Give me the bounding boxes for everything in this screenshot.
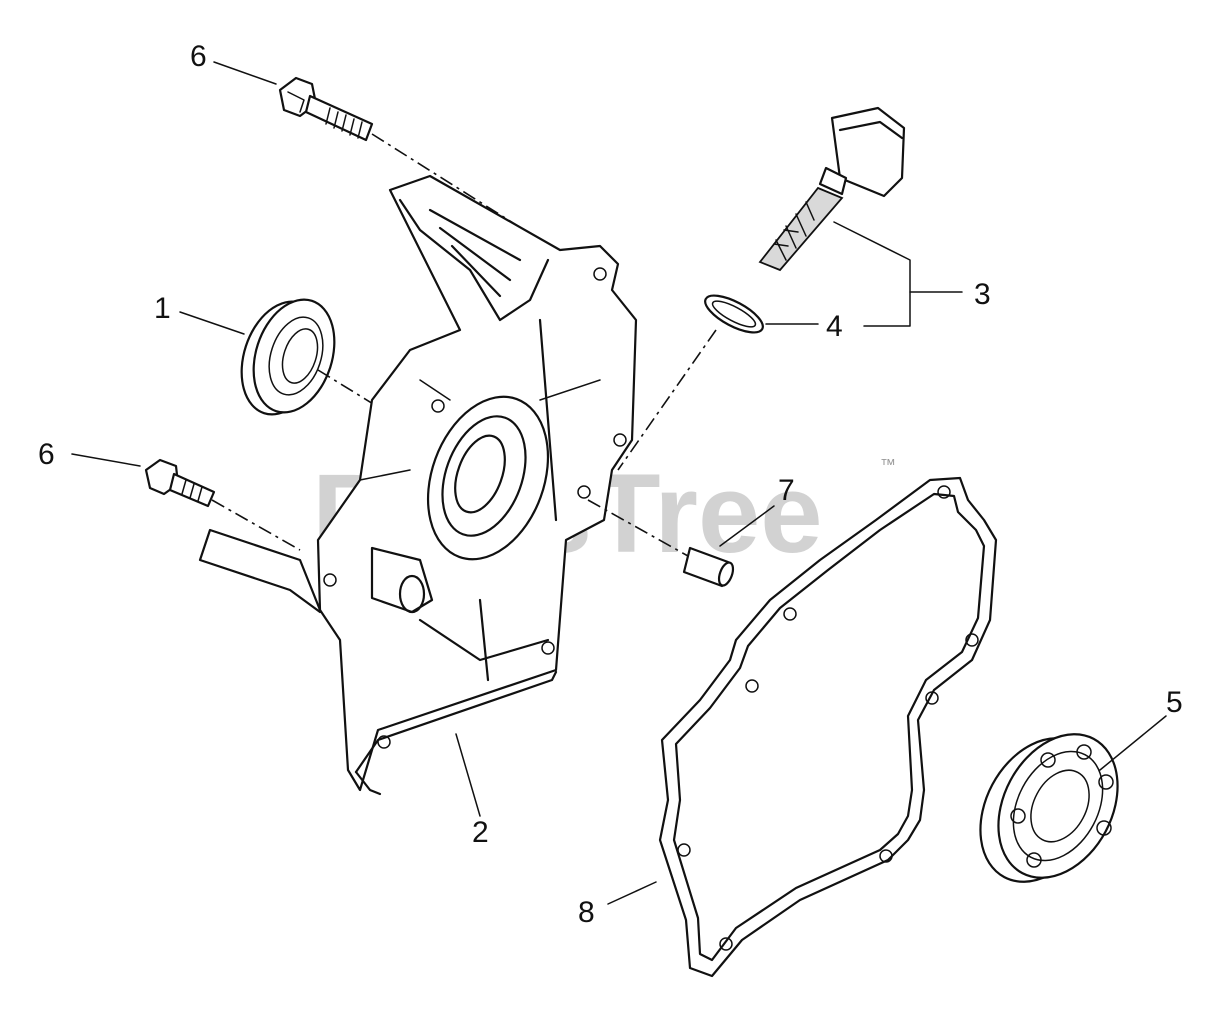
oring-guide — [617, 329, 717, 471]
leader-6-upper — [213, 61, 277, 85]
leader-8 — [607, 881, 657, 905]
ball-bearing[interactable] — [957, 714, 1142, 903]
dipstick[interactable] — [758, 106, 906, 272]
crankcase-cover[interactable] — [198, 174, 638, 796]
callout-3[interactable]: 3 — [974, 278, 991, 311]
callouts: 6 1 6 2 3 4 7 5 8 — [38, 40, 1183, 929]
callout-8[interactable]: 8 — [578, 896, 595, 929]
callout-5[interactable]: 5 — [1166, 686, 1183, 719]
pin-guide — [587, 499, 689, 557]
dowel-pin[interactable] — [682, 546, 736, 588]
oil-seal[interactable] — [228, 289, 348, 425]
flange-bolt-upper[interactable] — [278, 76, 374, 142]
gasket[interactable] — [658, 476, 998, 978]
callout-6-upper[interactable]: 6 — [190, 40, 207, 73]
o-ring[interactable] — [700, 288, 768, 339]
leader-3-bracket — [833, 221, 911, 327]
leader-6-lower — [71, 453, 141, 467]
callout-1[interactable]: 1 — [154, 292, 171, 325]
bolt-lower-guide — [211, 499, 301, 551]
leader-lines — [71, 61, 1167, 905]
callout-2[interactable]: 2 — [472, 816, 489, 849]
callout-6-lower[interactable]: 6 — [38, 438, 55, 471]
leader-1 — [179, 311, 245, 335]
callout-4[interactable]: 4 — [826, 310, 843, 343]
watermark-trademark: ™ — [880, 457, 896, 474]
leader-7 — [719, 505, 775, 547]
callout-7[interactable]: 7 — [778, 474, 795, 507]
flange-bolt-lower[interactable] — [144, 458, 216, 508]
leader-5 — [1099, 715, 1167, 771]
leader-2 — [455, 733, 481, 817]
